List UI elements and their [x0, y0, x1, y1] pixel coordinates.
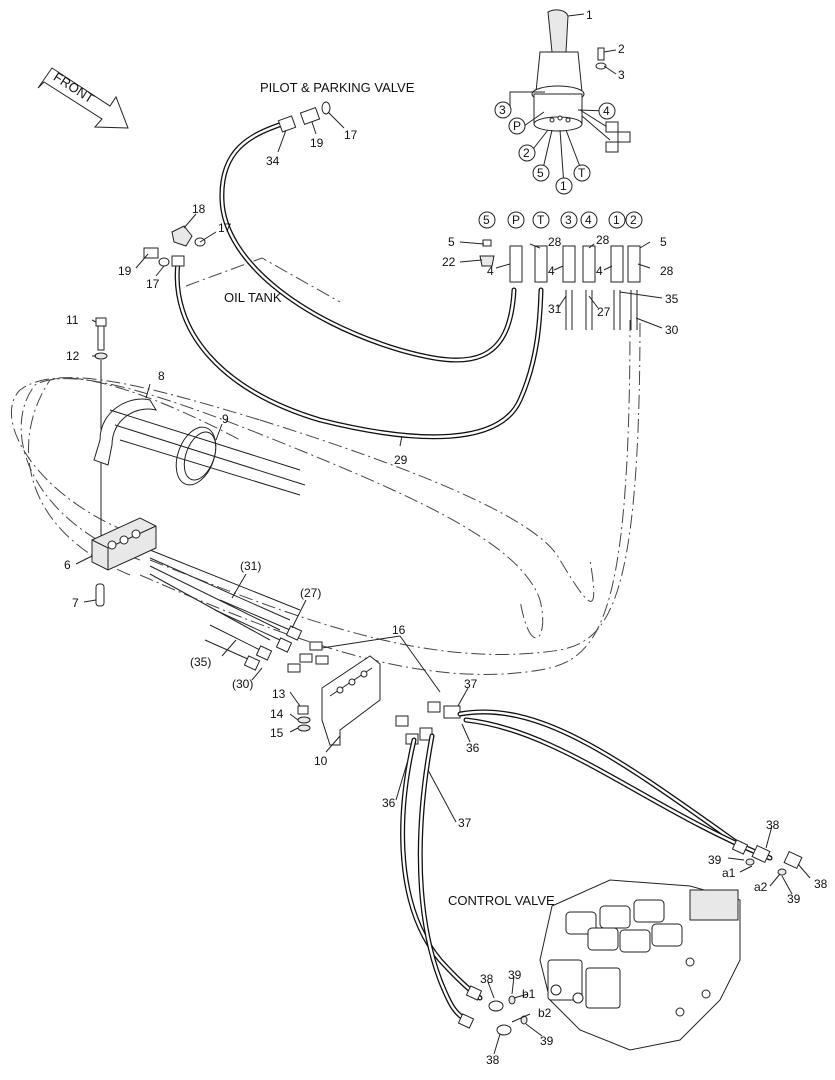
pilot-hoses: [174, 121, 638, 440]
callout-38: 38: [486, 1053, 500, 1067]
callout-1: 1: [586, 8, 593, 22]
callout-27-ref: (27): [300, 586, 321, 600]
callout-17: 17: [344, 128, 358, 142]
joystick-pilot-valve[interactable]: [531, 9, 631, 153]
callout-12: 12: [66, 349, 80, 363]
callout-28: 28: [660, 264, 674, 278]
port-row-3: 3: [565, 213, 572, 227]
control-valve-title: CONTROL VALVE: [448, 893, 555, 908]
hose-bundle: [109, 409, 306, 641]
callout-30: 30: [665, 323, 679, 337]
callout-35: 35: [665, 292, 679, 306]
callout-29: 29: [394, 453, 408, 467]
hose-end-fittings[interactable]: [143, 101, 331, 267]
callout-16: 16: [392, 623, 406, 637]
callout-18: 18: [192, 202, 206, 216]
oil-tank-title: OIL TANK: [224, 290, 282, 305]
bracket-hose-fittings[interactable]: [204, 599, 329, 673]
callout-39: 39: [787, 892, 801, 906]
mounting-bracket[interactable]: [297, 655, 381, 746]
joystick-port-2: 2: [523, 146, 530, 160]
callout-37: 37: [458, 816, 472, 830]
port-row-2: 2: [630, 213, 637, 227]
callout-28: 28: [596, 233, 610, 247]
callout-31: 31: [548, 302, 562, 316]
pilot-fittings-row[interactable]: [479, 239, 641, 283]
control-valve-body[interactable]: [539, 879, 741, 1051]
joystick-port-3: 3: [499, 103, 506, 117]
callout-36: 36: [466, 741, 480, 755]
callout-37: 37: [464, 677, 478, 691]
port-row-1: 1: [613, 213, 620, 227]
callout-a2: a2: [754, 880, 768, 894]
callout-10: 10: [314, 754, 328, 768]
callout-b2: b2: [538, 1006, 552, 1020]
callout-6: 6: [64, 558, 71, 572]
joystick-port-1: 1: [560, 179, 567, 193]
oil-tank-boundary: [185, 257, 341, 303]
callout-38: 38: [814, 877, 828, 891]
callout-13: 13: [272, 687, 286, 701]
callout-9: 9: [222, 412, 229, 426]
callout-5: 5: [448, 235, 455, 249]
fitting-port-markers: 5 P T 3 4 1 2: [478, 211, 643, 229]
callout-17: 17: [146, 277, 160, 291]
callout-30-ref: (30): [232, 677, 253, 691]
joystick-port-markers: 3 P 2 5 1 T 4: [494, 91, 616, 195]
control-valve-end-fittings[interactable]: [457, 839, 803, 1036]
callout-17: 17: [218, 221, 232, 235]
port-row-4: 4: [585, 213, 592, 227]
callout-8: 8: [158, 369, 165, 383]
callout-4: 4: [596, 264, 603, 278]
callout-31-ref: (31): [240, 559, 261, 573]
callout-11: 11: [66, 313, 79, 327]
joystick-port-4: 4: [603, 104, 610, 118]
callout-2: 2: [618, 42, 625, 56]
joystick-port-t: T: [578, 166, 586, 180]
clamp-block[interactable]: [91, 517, 157, 607]
joystick-port-p: P: [513, 119, 521, 133]
callout-39: 39: [540, 1034, 554, 1048]
hose-clamp[interactable]: [93, 398, 223, 490]
callout-35-ref: (35): [190, 655, 211, 669]
callout-27: 27: [597, 305, 611, 319]
callout-39: 39: [708, 853, 722, 867]
callout-19: 19: [310, 136, 324, 150]
hose-loops: [10, 319, 641, 675]
port-row-t: T: [537, 213, 545, 227]
callout-4: 4: [548, 264, 555, 278]
callout-leaders: [75, 13, 811, 1055]
callout-38: 38: [480, 972, 494, 986]
control-valve-hoses: [400, 709, 773, 1025]
port-row-p: P: [512, 213, 520, 227]
callout-b1: b1: [522, 987, 536, 1001]
callout-labels: 1 2 3 17 19 34 18 17 19 17 5 22 4 28 4 2…: [64, 8, 828, 1067]
pilot-parking-valve-title: PILOT & PARKING VALVE: [260, 80, 415, 95]
callout-7: 7: [72, 596, 79, 610]
callout-22: 22: [442, 255, 456, 269]
port-row-5: 5: [483, 213, 490, 227]
joystick-port-5: 5: [537, 166, 544, 180]
callout-5: 5: [660, 235, 667, 249]
front-arrow: FRONT: [37, 67, 129, 129]
callout-a1: a1: [722, 866, 736, 880]
callout-4: 4: [487, 264, 494, 278]
callout-38: 38: [766, 818, 780, 832]
callout-19: 19: [118, 264, 132, 278]
callout-28: 28: [548, 235, 562, 249]
callout-14: 14: [270, 707, 284, 721]
callout-15: 15: [270, 726, 284, 740]
callout-3: 3: [618, 68, 625, 82]
callout-36: 36: [382, 796, 396, 810]
callout-34: 34: [266, 154, 280, 168]
callout-39: 39: [508, 968, 522, 982]
connector-fittings[interactable]: [395, 701, 461, 745]
